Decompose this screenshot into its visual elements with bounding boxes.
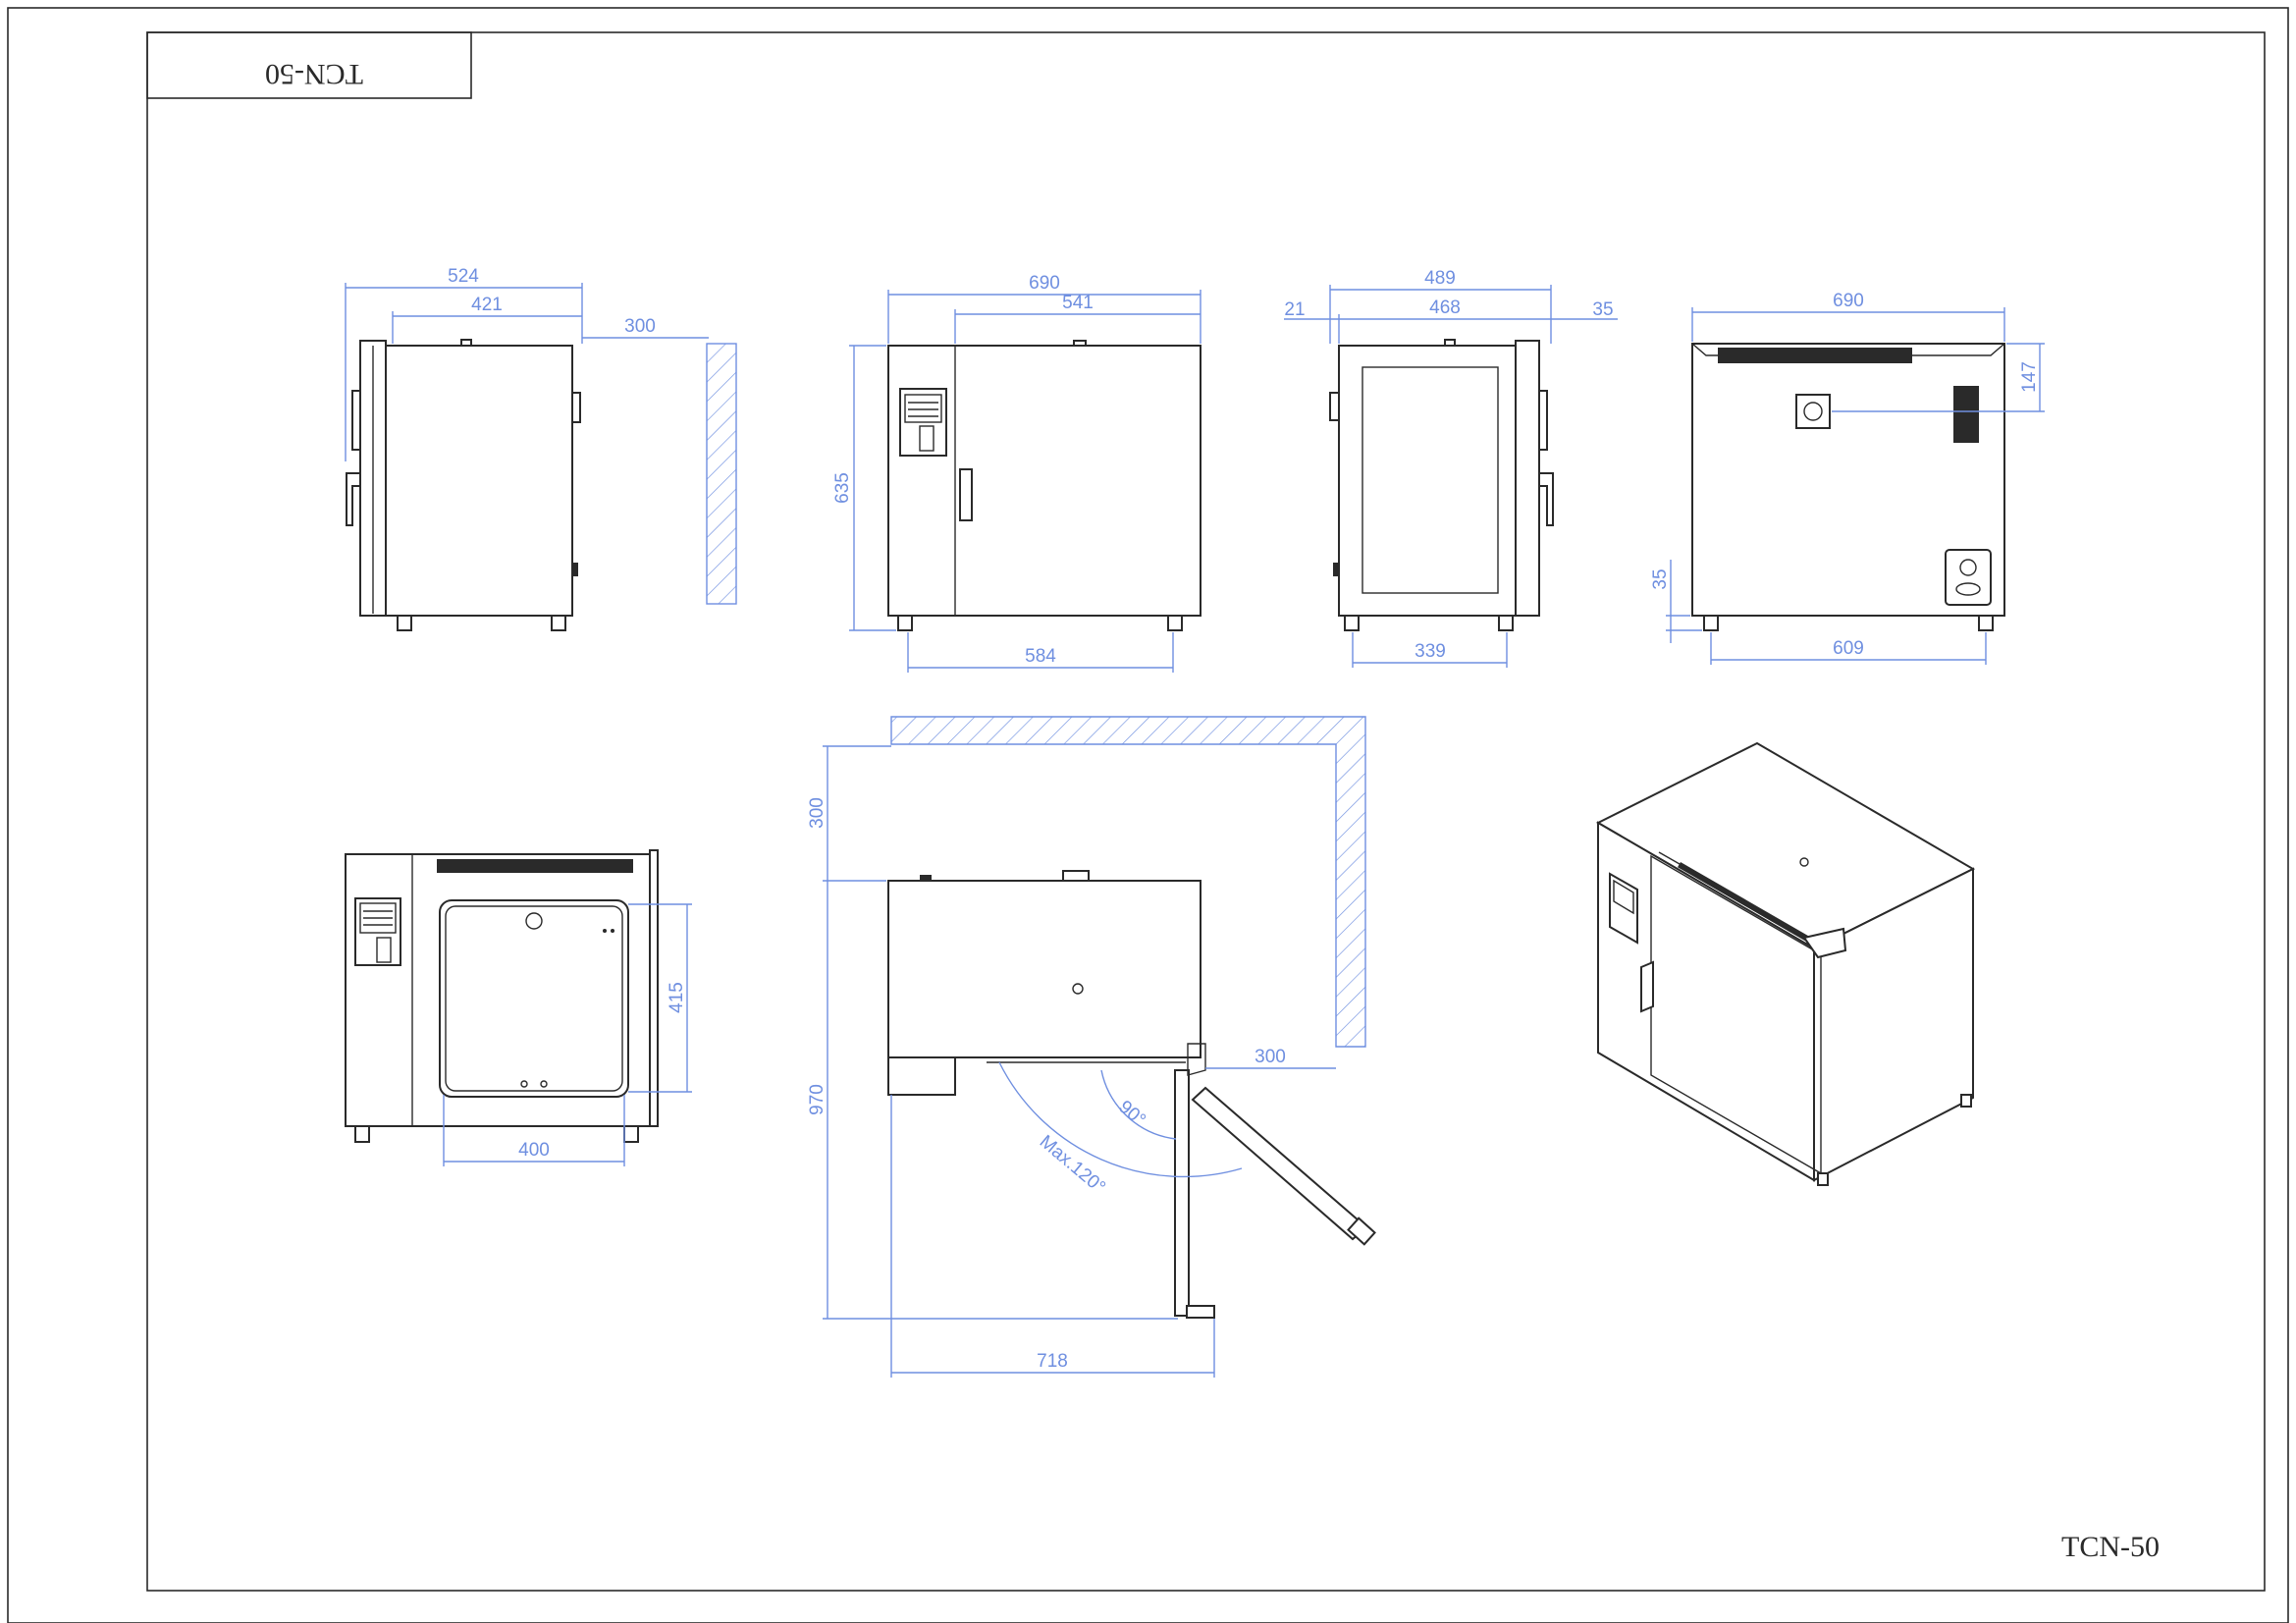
dim-rear-21: 21 xyxy=(1284,299,1305,320)
dim-back-147: 147 xyxy=(2019,361,2040,393)
dim-side-421: 421 xyxy=(471,295,503,315)
dim-top-718: 718 xyxy=(1037,1351,1068,1372)
outer-border xyxy=(7,7,2289,1623)
dim-front-584: 584 xyxy=(1025,646,1056,667)
dim-open-400: 400 xyxy=(518,1140,550,1161)
front-view: 690 541 635 584 xyxy=(832,273,1201,673)
drawing-model-label: TCN-50 xyxy=(2061,1531,2160,1563)
rear-side-view: 489 468 21 35 339 xyxy=(1284,268,1618,668)
dim-rear-339: 339 xyxy=(1415,641,1446,662)
back-view: 690 147 35 609 xyxy=(1650,291,2045,665)
top-wall-hatch xyxy=(890,716,1366,1048)
side-view: 524 421 300 xyxy=(345,266,737,631)
drawing-border xyxy=(146,31,2266,1592)
dim-back-35: 35 xyxy=(1650,568,1671,589)
isometric-view xyxy=(1595,741,1976,1186)
dim-rear-468: 468 xyxy=(1429,298,1461,318)
dim-top-max120: Max.120° xyxy=(1036,1131,1109,1198)
dim-top-300-rear: 300 xyxy=(807,797,828,829)
dim-back-690: 690 xyxy=(1833,291,1864,311)
dim-top-90: 90° xyxy=(1114,1097,1149,1131)
dim-front-635: 635 xyxy=(832,472,853,504)
front-open-view: 415 400 xyxy=(345,849,692,1166)
dim-front-690: 690 xyxy=(1029,273,1060,294)
side-wall-hatch xyxy=(706,343,737,605)
dim-rear-35: 35 xyxy=(1592,299,1613,320)
title-block-label: TCN-50 xyxy=(265,58,363,90)
dim-rear-489: 489 xyxy=(1424,268,1456,289)
dim-back-609: 609 xyxy=(1833,638,1864,659)
dim-top-300-side: 300 xyxy=(1255,1047,1286,1067)
top-view: 90° Max.120° 300 970 300 718 xyxy=(807,716,1376,1378)
back-side-vents xyxy=(1953,386,1979,443)
back-vent-slots xyxy=(1718,348,1912,363)
dim-top-970: 970 xyxy=(807,1084,828,1115)
dim-side-300: 300 xyxy=(624,316,656,337)
open-view-top-vents xyxy=(437,859,633,873)
dim-front-541: 541 xyxy=(1062,293,1094,313)
dim-open-415: 415 xyxy=(667,982,687,1013)
title-block: TCN-50 xyxy=(146,31,472,99)
dim-side-524: 524 xyxy=(448,266,479,287)
